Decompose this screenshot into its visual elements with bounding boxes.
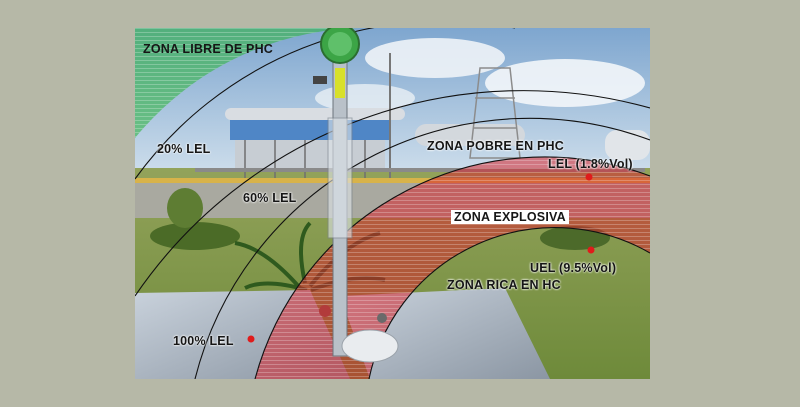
lel-marker: [585, 173, 593, 181]
uel-vol-label: UEL (9.5%Vol): [530, 261, 617, 275]
industrial-site-photo: ZONA LIBRE DE PHC 20% LEL 60% LEL ZONA P…: [135, 28, 650, 379]
lel-100-marker: [247, 335, 255, 343]
lel-vol-label: LEL (1.8%Vol): [548, 157, 633, 171]
uel-marker: [587, 246, 595, 254]
lel-20-label: 20% LEL: [157, 142, 211, 156]
lel-100-label: 100% LEL: [173, 334, 234, 348]
lean-zone-label: ZONA POBRE EN PHC: [427, 139, 564, 153]
scene-illustration: [135, 28, 650, 379]
rich-zone-label: ZONA RICA EN HC: [447, 278, 561, 292]
explosive-zone-label: ZONA EXPLOSIVA: [451, 210, 569, 224]
lel-60-label: 60% LEL: [243, 191, 297, 205]
free-zone-label: ZONA LIBRE DE PHC: [143, 42, 274, 56]
